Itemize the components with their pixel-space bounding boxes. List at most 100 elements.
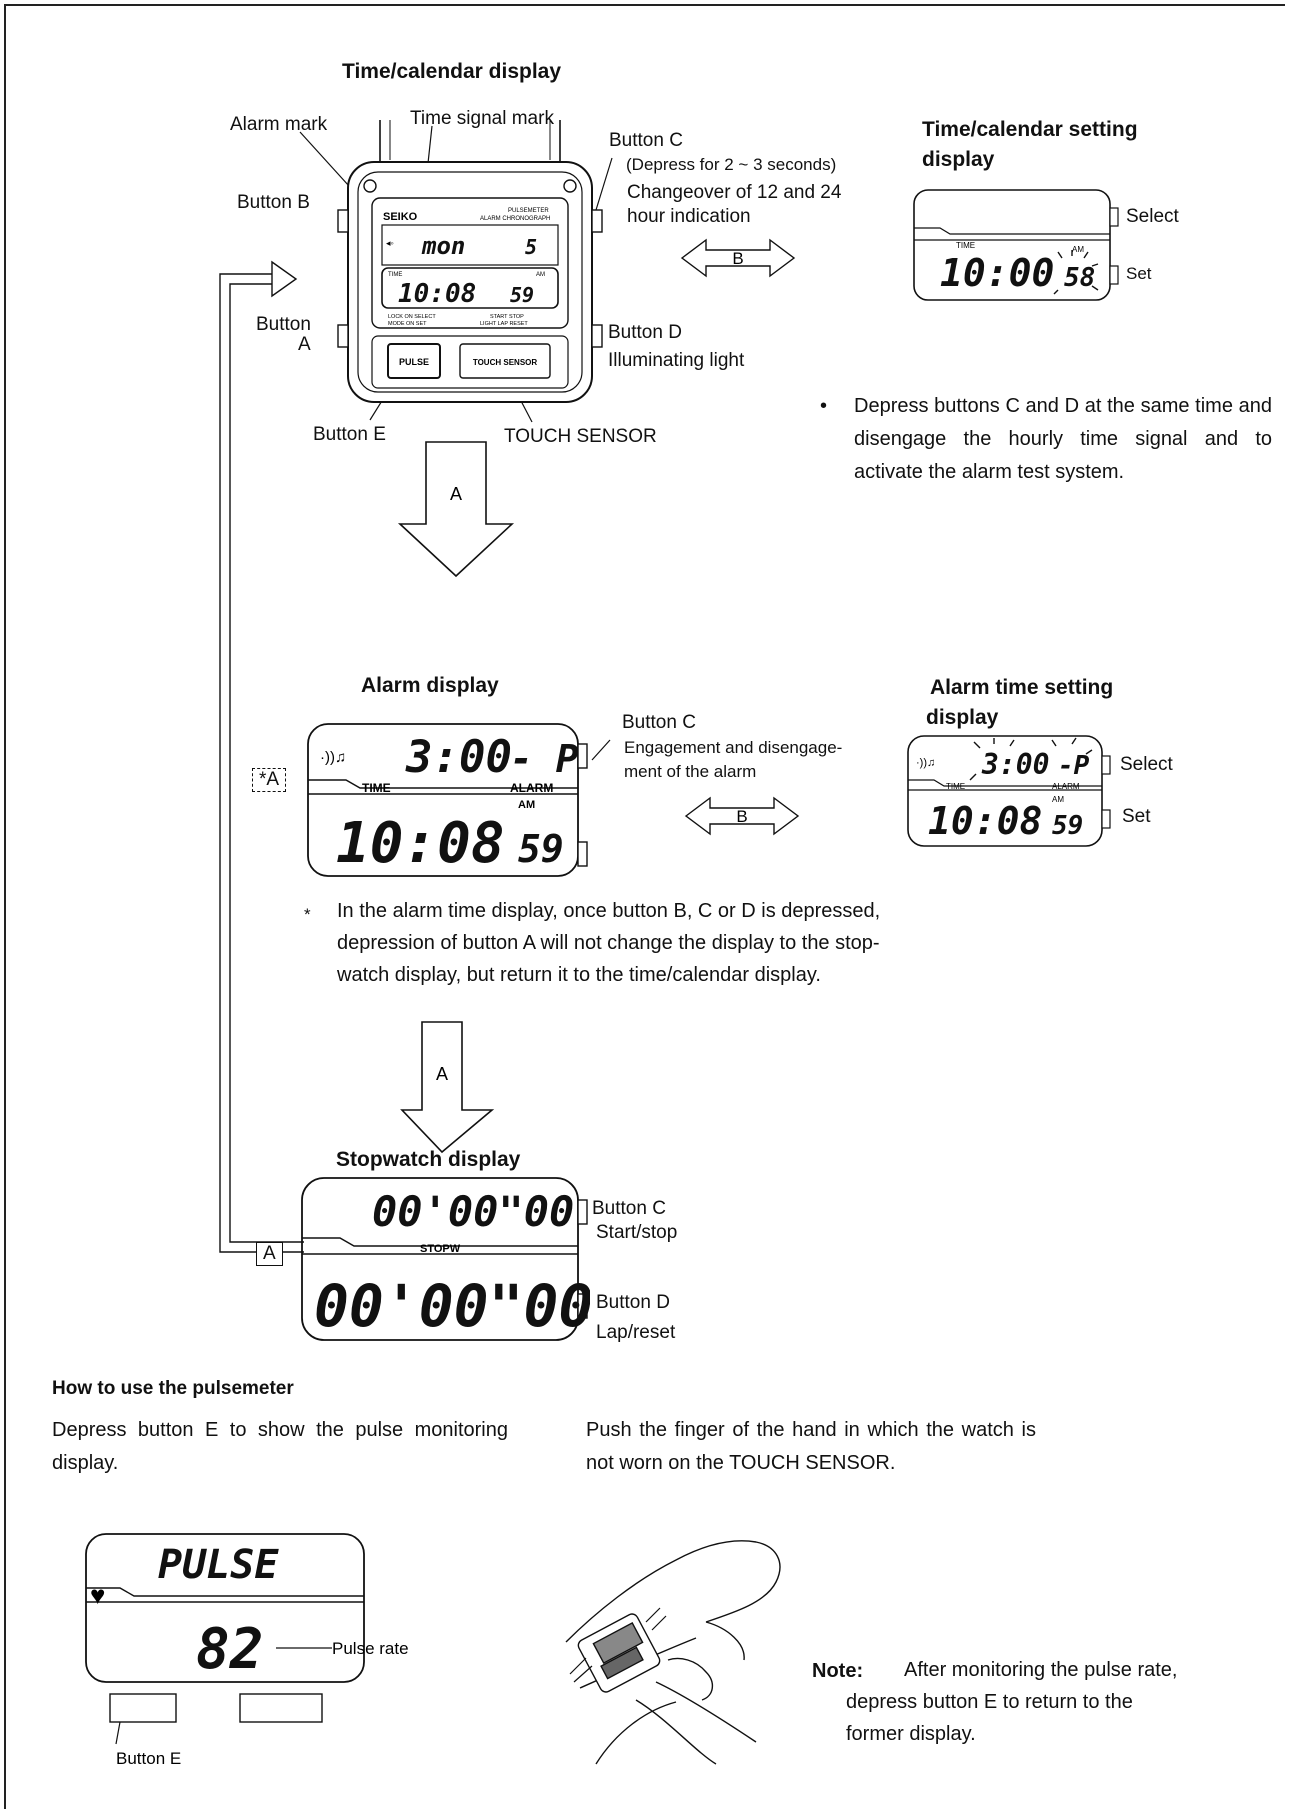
alarm-setting-suffix: -P [1058,751,1090,781]
note-line-2: depress button E to return to the [846,1691,1133,1713]
touch-sensor-button[interactable]: TOUCH SENSOR [473,358,538,367]
watch-alarm-icon: ◂◦ [386,238,394,248]
arrow-a-1: A [397,441,515,578]
watch-time-tag: TIME [388,272,402,278]
alarm-current-seconds: 59 [518,827,564,871]
note-line-3: former display. [846,1723,976,1745]
alarm-mark-label: Alarm mark [230,114,328,135]
watch-bl-2: MODE ON SET [388,321,427,327]
pulsemeter-para-left: Depress button E to show the pulse monit… [52,1419,508,1474]
alarm-setting-set: Set [1122,806,1151,827]
pulsemeter-heading: How to use the pulsemeter [52,1378,294,1399]
arrow-a-2-label: A [436,1064,448,1084]
watch-top-right: PULSEMETER [508,208,549,214]
heart-icon: ♥ [90,1580,105,1610]
watch-seconds: 59 [510,283,534,307]
alarm-ampm: AM [518,799,535,811]
hand-wrist-illustration [565,1540,781,1765]
watch-day: mon [421,232,465,260]
stopwatch-button-c-desc: Start/stop [596,1222,678,1243]
pulse-display: PULSE ♥ 82 Pulse rate Button E [85,1533,409,1768]
stopwatch-top-value: 00'00"00 [372,1187,574,1236]
time-setting-set: Set [1126,264,1152,283]
star-note-mark: * [304,905,311,924]
button-d-label: Button D [608,322,682,343]
note-label: Note: [812,1660,864,1682]
alarm-setting-time-tag: TIME [946,782,965,791]
time-setting-ampm: AM [1072,245,1084,254]
time-setting-time: 10:00 [940,251,1054,295]
alarm-suffix: - P [510,737,579,781]
alarm-display: ·))♫ 3:00 - P TIME ALARM AM 10:08 59 [307,723,588,877]
time-setting-title-2: display [922,148,995,171]
star-note-line-3: watch display, but return it to the time… [337,964,821,986]
alarm-button-c-label: Button C [622,712,696,733]
arrow-a-2: A [400,1021,495,1154]
button-a-label-2: A [298,334,311,355]
button-c-desc-1: (Depress for 2 ~ 3 seconds) [626,155,837,174]
alarm-setting-ampm: AM [1052,795,1064,804]
arrow-b-1-label: B [732,249,743,268]
watch-time: 10:08 [398,279,476,309]
button-c-label: Button C [609,130,683,151]
stopwatch-button-c-label: Button C [592,1198,666,1219]
time-signal-mark-label: Time signal mark [410,108,554,129]
time-setting-seconds: 58 [1064,263,1095,293]
bullet-note-text: Depress buttons C and D at the same time… [854,395,1272,483]
alarm-setting-title-1: Alarm time setting [930,676,1114,699]
alarm-title: Alarm display [361,674,499,697]
stopwatch-display: 00'00"00 STOPW 00'00"00 [301,1177,590,1341]
arrow-b-2-label: B [736,807,747,826]
button-c-desc-2: Changeover of 12 and 24 [627,182,842,203]
pulsemeter-para-right: Push the finger of the hand in which the… [586,1419,1036,1474]
watch-date: 5 [525,235,537,259]
bullet-note: • Depress buttons C and D at the same ti… [820,390,1272,489]
blink-rays-icon [1053,250,1099,295]
alarm-setting-current-time: 10:08 [928,799,1042,843]
pulse-button[interactable]: PULSE [399,357,429,367]
time-setting-select: Select [1126,206,1179,227]
watch-brand: SEIKO [383,211,418,223]
star-note-line-2: depression of button A will not change t… [337,932,880,954]
stopwatch-tag: STOPW [420,1243,461,1255]
alarm-blink-rays-icon [969,737,1093,781]
pulse-button-e-label: Button E [116,1749,181,1768]
alarm-button-c-desc-1: Engagement and disengage- [624,738,843,757]
watch-sub: ALARM CHRONOGRAPH [480,216,550,222]
alarm-current-time: 10:08 [336,811,505,876]
button-b-label: Button B [237,192,310,213]
button-e-label: Button E [313,424,386,445]
alarm-button-c-desc-2: ment of the alarm [624,762,757,781]
alarm-time: 3:00 [405,732,512,783]
watch-br-2: LIGHT LAP RESET [480,321,528,327]
alarm-setting-title-2: display [926,706,999,729]
stopwatch-button-d-label: Button D [596,1292,670,1313]
button-c-desc-3: hour indication [627,206,751,227]
time-setting-tag: TIME [956,241,975,250]
note-line-1: After monitoring the pulse rate, [904,1659,1178,1681]
pulse-rate-value: 82 [196,1617,263,1682]
stopwatch-button-d-desc: Lap/reset [596,1322,676,1343]
button-a-label-1: Button [256,314,311,335]
star-a-box: *A [252,768,287,792]
alarm-bell-icon: ·))♫ [320,749,346,766]
alarm-setting-alarm-tag: ALARM [1052,782,1080,791]
bullet-icon: • [820,395,828,417]
watch-bl-1: LOCK ON SELECT [388,314,436,320]
page-frame [4,4,1285,1809]
time-setting-title-1: Time/calendar setting [922,118,1138,141]
alarm-setting-current-seconds: 59 [1052,811,1083,841]
watch-ampm: AM [536,272,545,278]
alarm-setting-time: 3:00 [981,748,1049,781]
alarm-setting-bell-icon: ·))♫ [916,757,935,769]
alarm-setting-select: Select [1120,754,1173,775]
return-a-box: A [256,1242,283,1266]
star-note-line-1: In the alarm time display, once button B… [337,900,881,922]
watch-br-1: START STOP [490,314,524,320]
button-d-desc: Illuminating light [608,350,745,371]
time-setting-display: TIME AM 10:00 58 [913,189,1119,301]
arrow-a-1-label: A [450,484,462,504]
arrow-b-1: B [680,238,796,278]
alarm-tag: ALARM [510,781,553,795]
touch-sensor-label: TOUCH SENSOR [504,426,657,447]
